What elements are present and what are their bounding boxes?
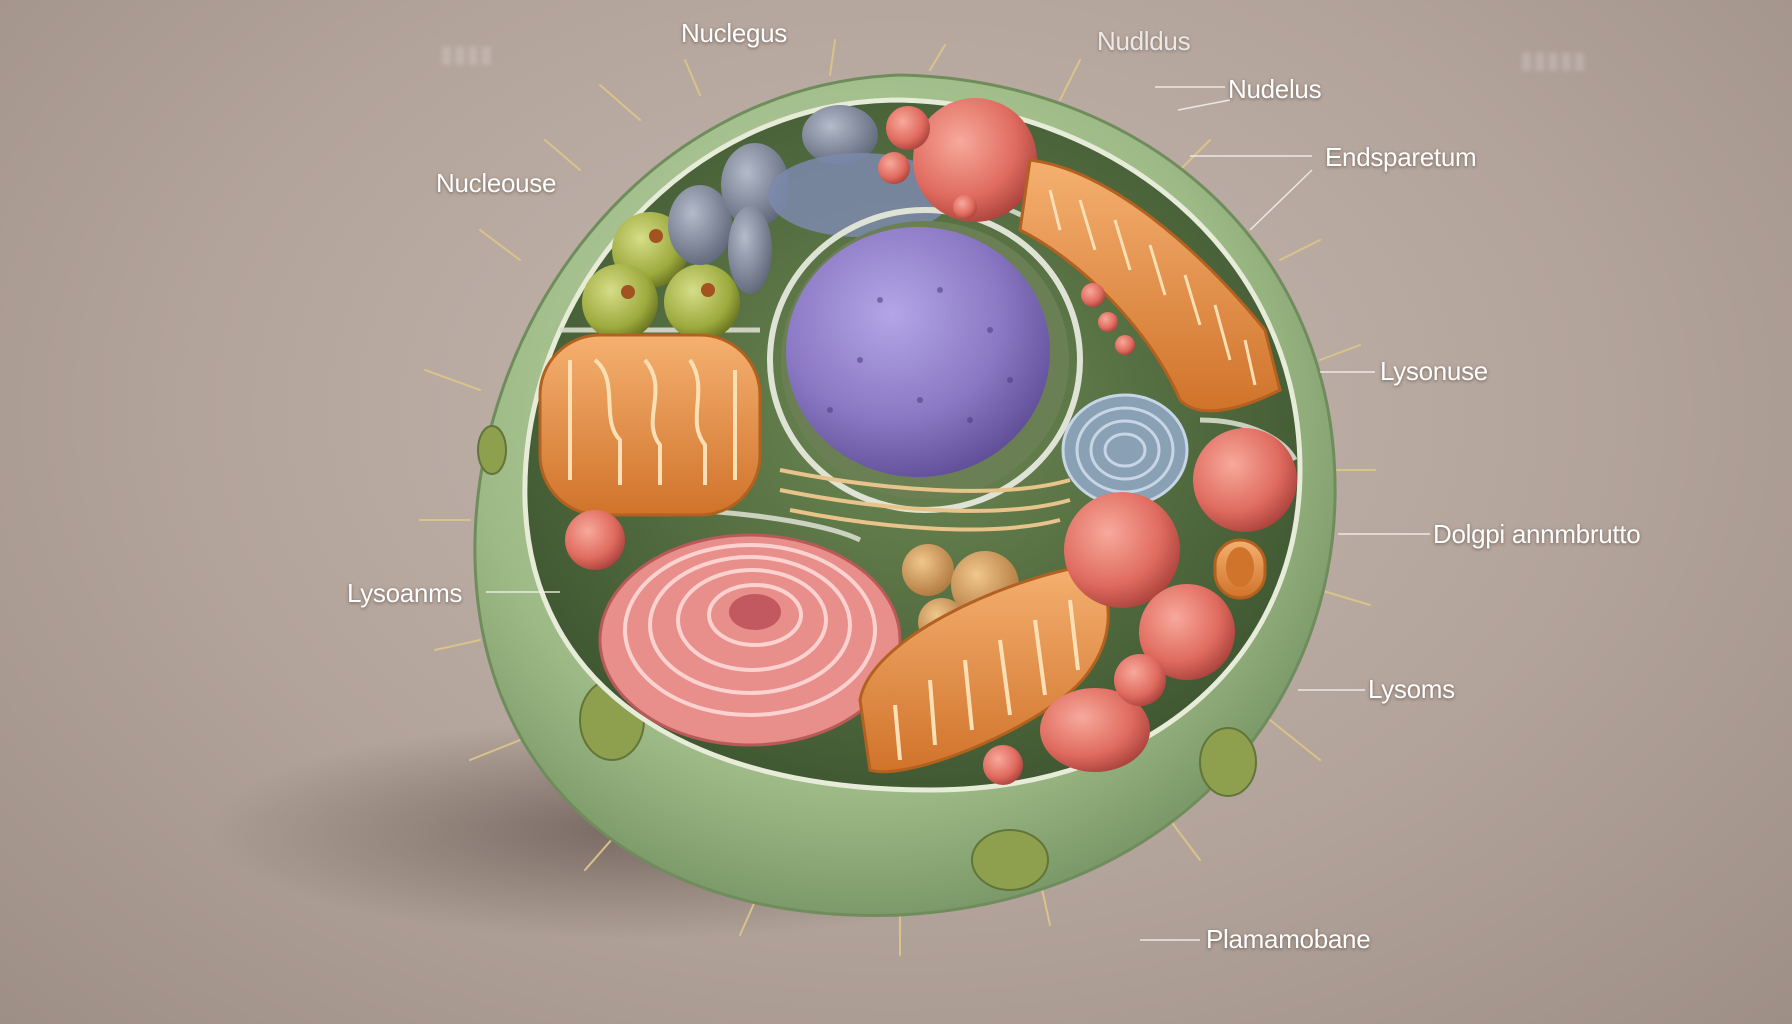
label-lysosome-left: Lysoanms xyxy=(347,578,463,608)
label-lysosome-lower: Lysoms xyxy=(1368,674,1455,704)
label-endoplasmic: Endsparetum xyxy=(1325,142,1477,172)
lysosomes-lower xyxy=(983,492,1267,785)
small-vesicles-right xyxy=(1081,283,1135,355)
lysosome-right-organelle xyxy=(1193,428,1297,532)
ghost-label: ▮▮▮▮ xyxy=(440,41,493,68)
golgi-spiral xyxy=(1061,393,1189,507)
label-nucleus-top-right: Nudldus xyxy=(1097,26,1191,56)
ghost-label: ▮▮▮▮▮ xyxy=(1520,47,1587,74)
mitochondrion-bottom xyxy=(858,563,1110,774)
label-nucleus-right: Nudelus xyxy=(1228,74,1322,104)
red-sphere-top xyxy=(878,98,1037,222)
label-plasma-membrane: Plamamobane xyxy=(1206,924,1371,954)
leader-lines xyxy=(486,86,1430,941)
golgi-stacks xyxy=(779,468,1071,532)
golgi-apparatus xyxy=(598,533,902,747)
grey-organelles xyxy=(668,105,952,294)
mitochondrion-left xyxy=(538,333,762,517)
label-lysosome-right: Lysonuse xyxy=(1380,356,1488,386)
label-nucleus-top: Nuclegus xyxy=(681,18,787,48)
lysosome-left-organelle xyxy=(565,510,625,570)
nucleus-organelle xyxy=(767,207,1083,513)
label-golgi: Dolgpi annmbrutto xyxy=(1433,519,1641,549)
label-nucleous-left: Nucleouse xyxy=(436,168,557,198)
